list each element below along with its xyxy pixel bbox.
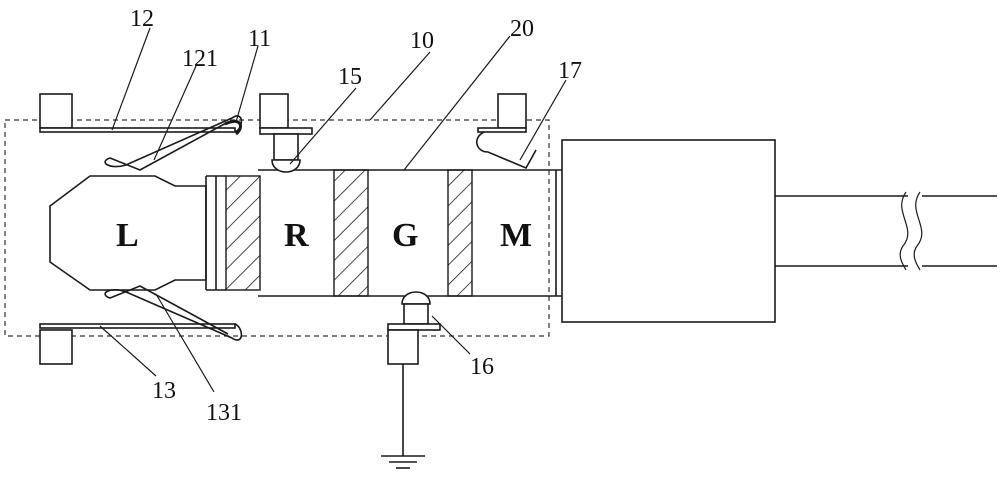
leader-11	[235, 45, 259, 123]
terminal-strip-16	[387, 323, 441, 331]
callout-13: 13	[152, 378, 176, 404]
callout-131: 131	[206, 400, 242, 426]
leader-121	[153, 65, 197, 161]
segment-label-l: L	[116, 217, 139, 254]
leader-20	[403, 35, 511, 171]
leader-17	[519, 79, 567, 161]
spring-contact-17	[476, 131, 537, 170]
terminal-pin-17	[497, 93, 527, 129]
terminal-strip-12	[39, 127, 236, 133]
leader-13	[99, 325, 157, 377]
terminal-strip-15	[259, 127, 313, 135]
callout-15: 15	[338, 64, 362, 90]
callout-17: 17	[558, 58, 582, 84]
insulator-ring-2	[333, 169, 369, 297]
terminal-pin-15	[259, 93, 289, 129]
insulator-ring-1	[225, 175, 261, 291]
terminal-pin-16	[387, 329, 419, 365]
spring-clip-11	[224, 119, 242, 136]
leader-15	[289, 87, 357, 165]
callout-10: 10	[410, 28, 434, 54]
insulator-ring-3	[447, 169, 473, 297]
segment-label-r: R	[284, 217, 309, 254]
plug-tip-l	[49, 175, 207, 291]
segment-label-g: G	[392, 217, 418, 254]
spring-arm-121	[104, 115, 243, 171]
callout-121: 121	[182, 46, 218, 72]
contact-dome-15	[271, 159, 301, 173]
contact-stem-15	[273, 133, 299, 161]
cable-break-symbol-2	[913, 191, 923, 271]
terminal-pin-12	[39, 93, 73, 129]
callout-11: 11	[248, 26, 271, 52]
segment-label-m: M	[500, 217, 532, 254]
callout-16: 16	[470, 354, 494, 380]
spring-arm-131	[104, 285, 243, 341]
contact-dome-16	[401, 291, 431, 305]
leader-12	[111, 27, 151, 131]
leader-131	[155, 293, 215, 393]
terminal-strip-13	[39, 323, 236, 329]
contact-stem-16	[403, 303, 429, 325]
plug-handle	[561, 139, 776, 323]
cable-break-symbol	[899, 191, 909, 271]
leader-10	[369, 51, 431, 121]
terminal-pin-13	[39, 329, 73, 365]
callout-12: 12	[130, 6, 154, 32]
callout-20: 20	[510, 16, 534, 42]
leader-16	[431, 315, 471, 355]
terminal-strip-17	[477, 127, 527, 133]
